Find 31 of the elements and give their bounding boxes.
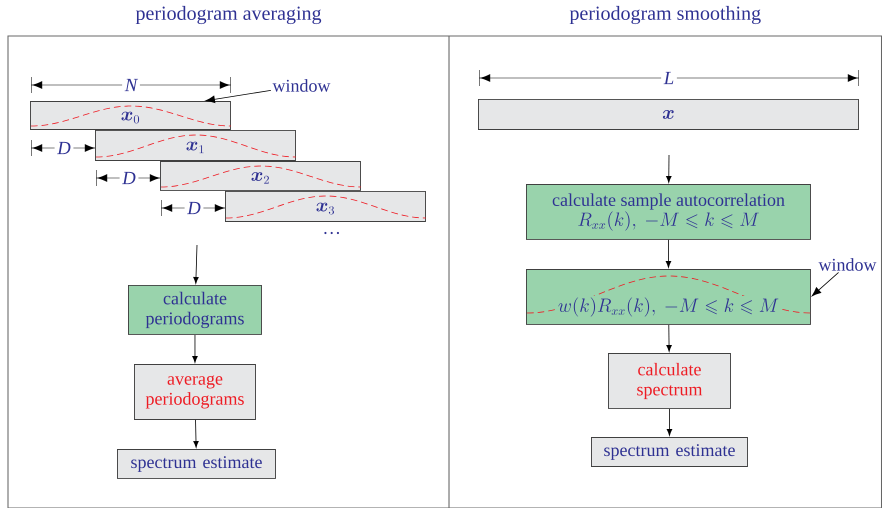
output-box: spectrum estimate bbox=[117, 449, 276, 479]
arrow bbox=[193, 420, 199, 448]
leader-line bbox=[812, 272, 839, 296]
arrow bbox=[666, 408, 672, 436]
process-box: calculate spectrum bbox=[608, 353, 731, 409]
dimension-label: N bbox=[122, 76, 140, 94]
process-box: calculate sample autocorrelation $R_{xx}(k),\ -M \leqslant k \leqslant M$ bbox=[526, 184, 811, 240]
signal-segment-box: $\boldsymbol{x}_1$ bbox=[95, 130, 296, 161]
signal-segment-box: $\boldsymbol{x}_2$ bbox=[160, 161, 362, 191]
arrow bbox=[666, 154, 672, 183]
process-box: $w(k)R_{xx}(k),\ -M \leqslant k \leqslant M$ bbox=[526, 269, 812, 325]
dimension-label: D bbox=[120, 169, 138, 187]
window-label: window bbox=[272, 79, 330, 92]
arrow bbox=[666, 240, 672, 268]
arrow bbox=[192, 334, 198, 363]
signal-segment-box: $\boldsymbol{x}_3$ bbox=[225, 191, 426, 222]
arrow bbox=[193, 244, 199, 284]
dimension-label: L bbox=[661, 69, 677, 87]
signal-segment-box: $\boldsymbol{x}_0$ bbox=[30, 101, 232, 130]
panel-heading: periodogram smoothing bbox=[570, 6, 761, 24]
output-box: spectrum estimate bbox=[591, 437, 748, 467]
dimension-label: D bbox=[184, 199, 204, 217]
leader-line bbox=[206, 90, 272, 104]
signal-segment-box: $\boldsymbol{x}$ bbox=[478, 99, 859, 130]
dots: … bbox=[321, 229, 343, 237]
process-box: average periodograms bbox=[134, 364, 256, 420]
dimension-label: D bbox=[54, 139, 74, 157]
process-box: calculate periodograms bbox=[128, 285, 262, 335]
window-label: window bbox=[818, 258, 876, 271]
arrow bbox=[666, 324, 672, 352]
panel-heading: periodogram averaging bbox=[136, 6, 322, 24]
